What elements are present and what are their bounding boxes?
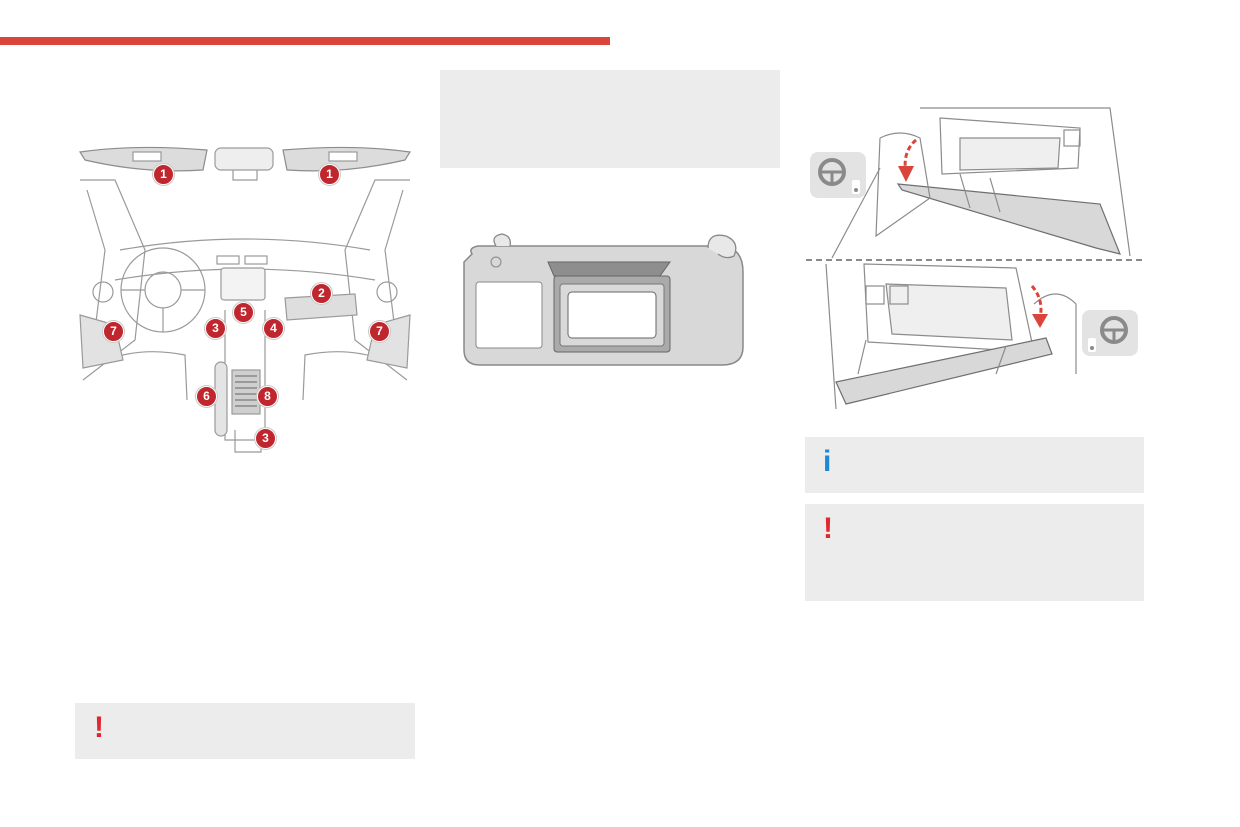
warning-icon: !	[823, 512, 833, 545]
glovebox-lhd-drawing	[831, 107, 1131, 259]
info-icon: i	[823, 445, 832, 478]
callout-1-left: 1	[153, 164, 174, 185]
illustration-divider	[806, 259, 1142, 261]
interior-overview-illustration: 1 1 2 5 3 4 7 7 6 8 3	[75, 140, 415, 460]
callout-3-rear: 3	[255, 428, 276, 449]
callout-7-right: 7	[369, 321, 390, 342]
callout-7-left: 7	[103, 321, 124, 342]
steering-wheel-bottom	[1082, 310, 1138, 356]
warning-note-right: !	[805, 504, 1144, 601]
callout-6: 6	[196, 386, 217, 407]
callout-3-front: 3	[205, 318, 226, 339]
sun-visor-drawing	[463, 233, 744, 366]
callout-5: 5	[233, 302, 254, 323]
intro-note-box	[440, 70, 780, 168]
callout-1-right: 1	[319, 164, 340, 185]
steering-wheel-icon	[818, 158, 860, 194]
glovebox-rhd-illustration	[806, 263, 1142, 410]
callout-4: 4	[263, 318, 284, 339]
interior-line-drawing	[79, 146, 411, 453]
callout-2: 2	[311, 283, 332, 304]
warning-note-left: !	[75, 703, 415, 759]
warning-icon: !	[94, 711, 104, 744]
glovebox-lhd-illustration	[810, 107, 1142, 259]
info-note-box: i	[805, 437, 1144, 493]
steering-wheel-top	[810, 152, 866, 198]
header-accent-bar	[0, 37, 610, 45]
steering-wheel-icon	[1088, 316, 1128, 352]
callout-8: 8	[257, 386, 278, 407]
glovebox-rhd-drawing	[825, 263, 1077, 410]
sun-visor-illustration	[460, 232, 745, 372]
